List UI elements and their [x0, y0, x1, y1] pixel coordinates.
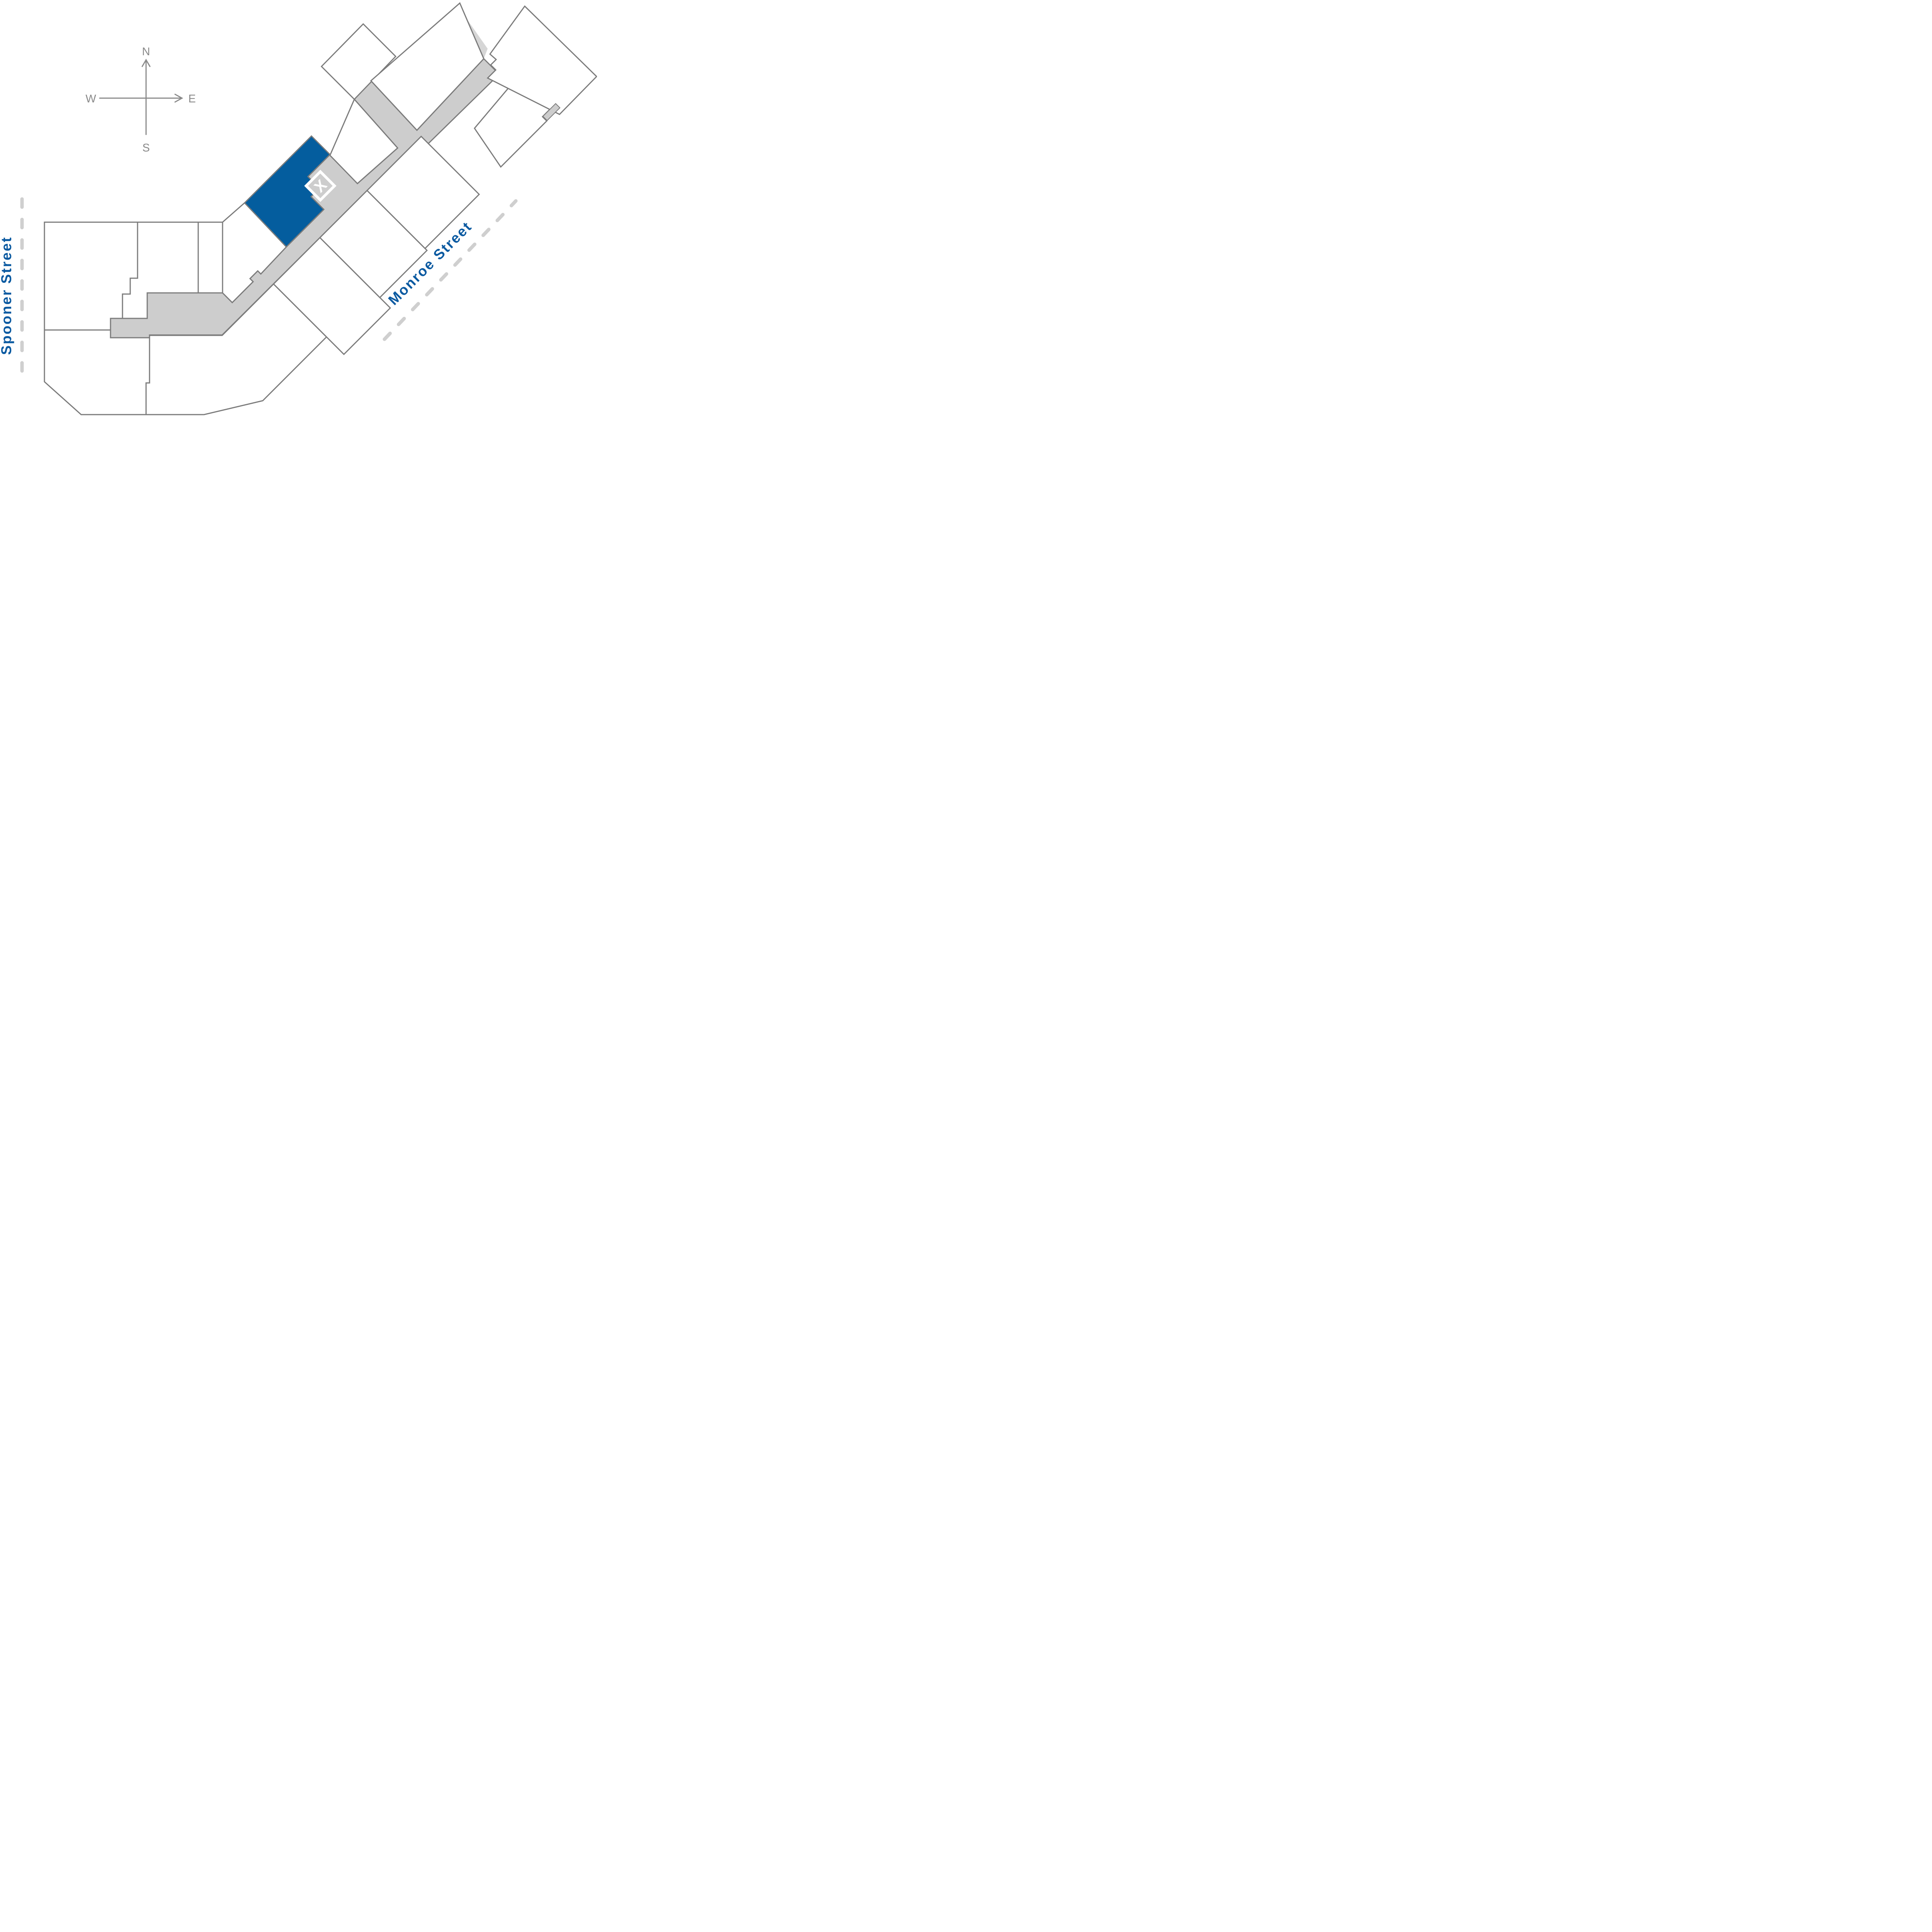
compass-east-arrow-icon	[174, 94, 184, 103]
walkway-end-sliver	[542, 103, 561, 121]
parcel-bottom-left-narrow	[197, 221, 223, 294]
site-plan-svg: X Spooner Street Monroe Street N S W E	[0, 2, 597, 415]
compass-north-label: N	[142, 46, 150, 58]
compass-north-arrow-icon	[141, 59, 151, 67]
parcel-upper-chain-2	[329, 98, 399, 185]
spooner-street-label: Spooner Street	[0, 236, 14, 355]
x-marker-box	[304, 170, 337, 202]
parcel-right-large-diamond	[486, 5, 597, 115]
compass-south-label: S	[142, 142, 150, 154]
parcel-lower-chain-3	[319, 189, 428, 299]
parcel-top-small	[320, 23, 397, 100]
parcel-lower-chain-4	[366, 135, 480, 250]
parcel-top-tall	[370, 2, 485, 131]
compass-east-label: E	[188, 93, 196, 105]
parcel-lower-chain-2	[272, 236, 391, 355]
site-plan: X Spooner Street Monroe Street N S W E	[0, 0, 597, 415]
compass-west-label: W	[85, 93, 96, 105]
x-marker-badge: X	[304, 170, 337, 202]
compass-rose: N S W E	[85, 46, 196, 154]
parcel-lower-chain-1	[145, 283, 328, 415]
parcel-bottom-left-lower	[44, 329, 150, 415]
